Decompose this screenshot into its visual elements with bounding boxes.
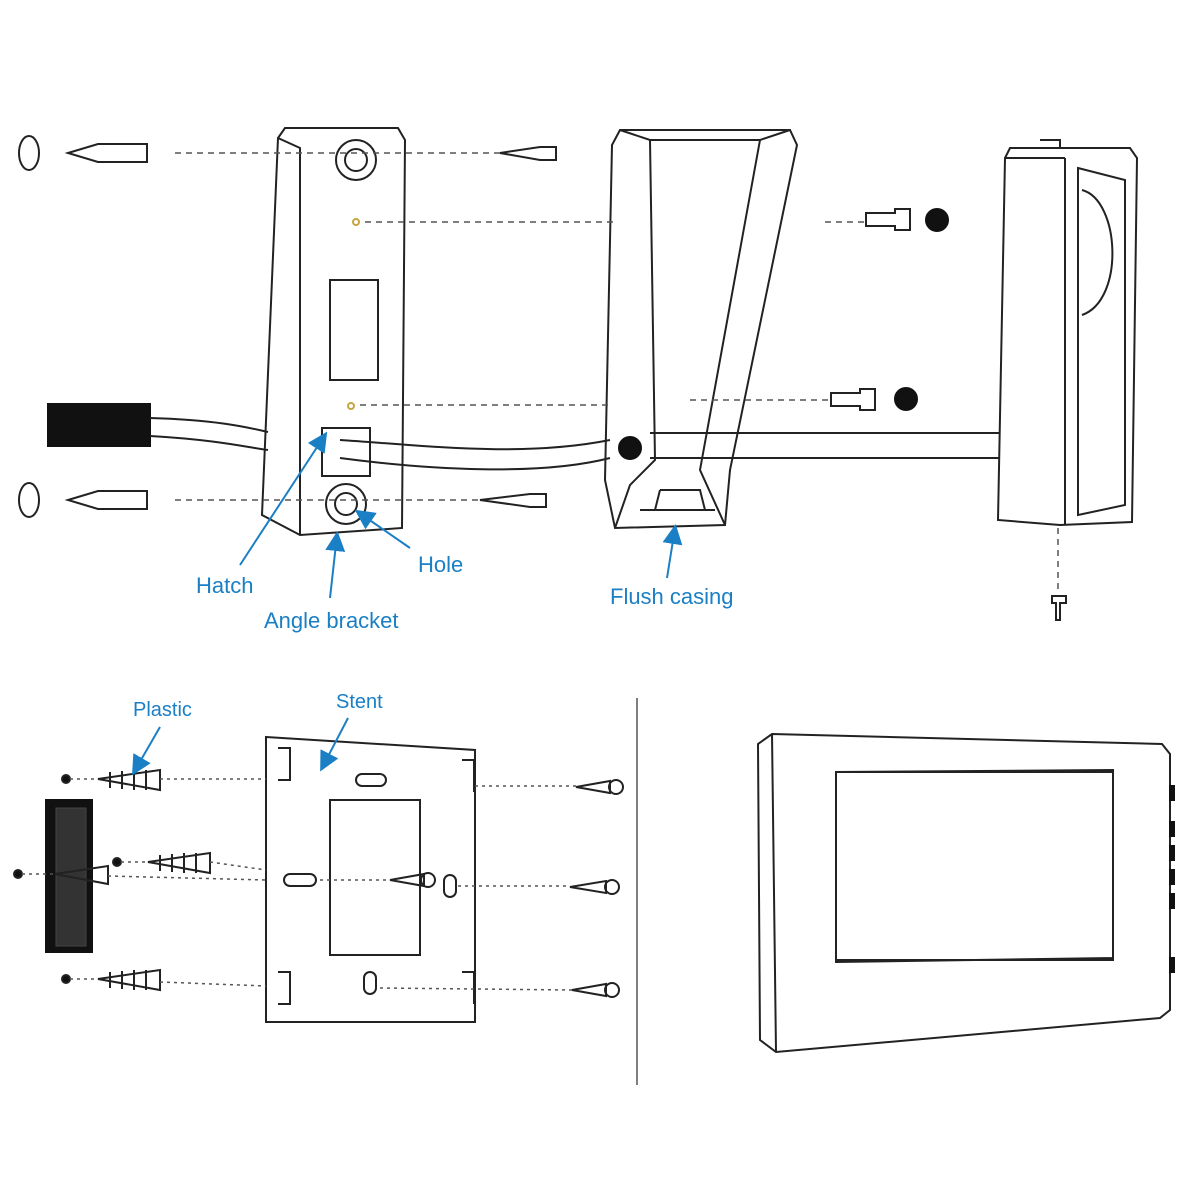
cable-plug [47, 403, 151, 447]
screw-hole-bottom [325, 483, 367, 525]
camera-unit [996, 147, 1139, 527]
wood-screw [569, 879, 620, 895]
plastic-anchor [147, 851, 211, 875]
label-plastic: Plastic [133, 699, 192, 721]
wall-hole-top [18, 135, 40, 171]
stent-window [329, 799, 421, 956]
bottom-left-panel [13, 735, 624, 1023]
wood-screw [575, 779, 624, 795]
indoor-monitor [756, 732, 1175, 1054]
hatch-opening [321, 427, 371, 477]
screw-hole-top [335, 139, 377, 181]
top-panel [18, 127, 1139, 621]
monitor-side-buttons [1169, 785, 1175, 973]
plate-window [329, 279, 379, 381]
screw-cap [894, 387, 918, 411]
plastic-anchor-inserted [54, 864, 109, 886]
anchor-plug-top [64, 143, 148, 163]
screw-camera-bottom [1051, 595, 1067, 621]
screw-cap [925, 208, 949, 232]
wood-screw [571, 982, 620, 998]
screw-casing-top [865, 208, 911, 231]
top-callouts [239, 431, 683, 599]
cable-right [650, 432, 1000, 459]
screw-top [499, 146, 557, 161]
camera-lens-panel [1077, 166, 1126, 517]
wall-hole-bottom [18, 482, 40, 518]
label-hole: Hole [418, 552, 463, 577]
screw-casing-bottom [830, 388, 876, 411]
bottom-callouts [131, 717, 349, 776]
plastic-anchor [97, 968, 161, 992]
screw-cap [618, 436, 642, 460]
screw-bottom [479, 493, 547, 508]
stent-plate [265, 735, 476, 1023]
angle-bracket [260, 127, 407, 537]
label-hatch: Hatch [196, 573, 253, 598]
label-angle-bracket: Angle bracket [264, 608, 399, 633]
cable-mid [339, 439, 611, 471]
wood-screw [389, 872, 436, 888]
anchor-plug-bottom [64, 490, 148, 510]
plastic-anchor [97, 768, 161, 792]
label-stent: Stent [336, 691, 383, 713]
monitor-screen [835, 771, 1114, 961]
label-flush-casing: Flush casing [610, 584, 734, 609]
cable [149, 417, 269, 451]
